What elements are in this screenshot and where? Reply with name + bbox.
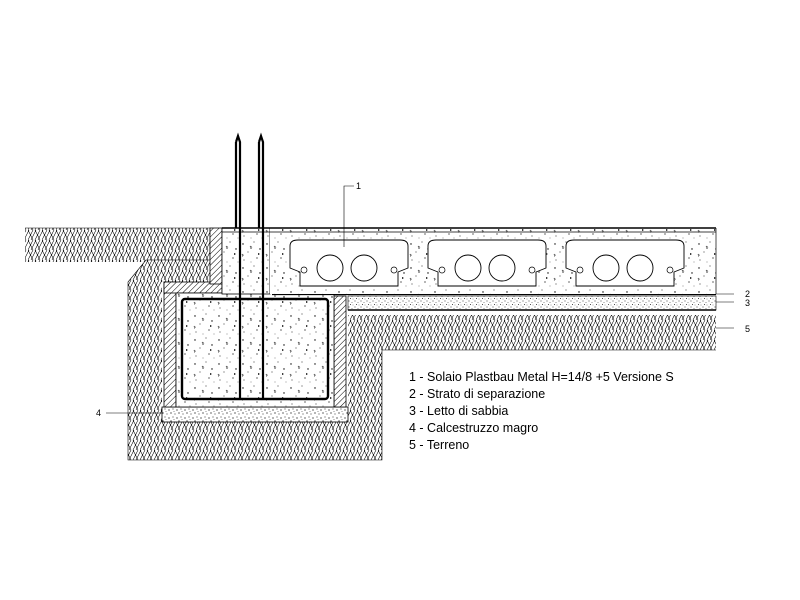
lean-concrete-layer	[161, 406, 349, 423]
slab-plastbau	[222, 227, 717, 294]
block-small-void	[390, 266, 398, 274]
block-void	[626, 254, 654, 282]
callout-leaders	[106, 185, 734, 414]
block-void	[592, 254, 620, 282]
callout-5: 5	[745, 324, 750, 334]
legend: 1 - Solaio Plastbau Metal H=14/8 +5 Vers…	[409, 370, 674, 452]
legend-item-1: 1 - Solaio Plastbau Metal H=14/8 +5 Vers…	[409, 370, 674, 384]
plastbau-block	[427, 239, 547, 287]
legend-item-5: 5 - Terreno	[409, 438, 469, 452]
block-void	[316, 254, 344, 282]
legend-item-4: 4 - Calcestruzzo magro	[409, 421, 538, 435]
block-small-void	[666, 266, 674, 274]
sand-bed	[347, 295, 717, 311]
legend-item-2: 2 - Strato di separazione	[409, 387, 545, 401]
block-void	[488, 254, 516, 282]
callout-4: 4	[96, 408, 101, 418]
callout-3: 3	[745, 298, 750, 308]
block-void	[454, 254, 482, 282]
block-small-void	[300, 266, 308, 274]
reinforcement	[180, 132, 330, 401]
block-small-void	[576, 266, 584, 274]
block-void	[350, 254, 378, 282]
plastbau-block	[289, 239, 409, 287]
callout-2: 2	[745, 289, 750, 299]
footing-concrete	[175, 292, 335, 408]
block-small-void	[528, 266, 536, 274]
legend-item-3: 3 - Letto di sabbia	[409, 404, 508, 418]
block-small-void	[438, 266, 446, 274]
callout-1: 1	[356, 181, 361, 191]
plastbau-block	[565, 239, 685, 287]
